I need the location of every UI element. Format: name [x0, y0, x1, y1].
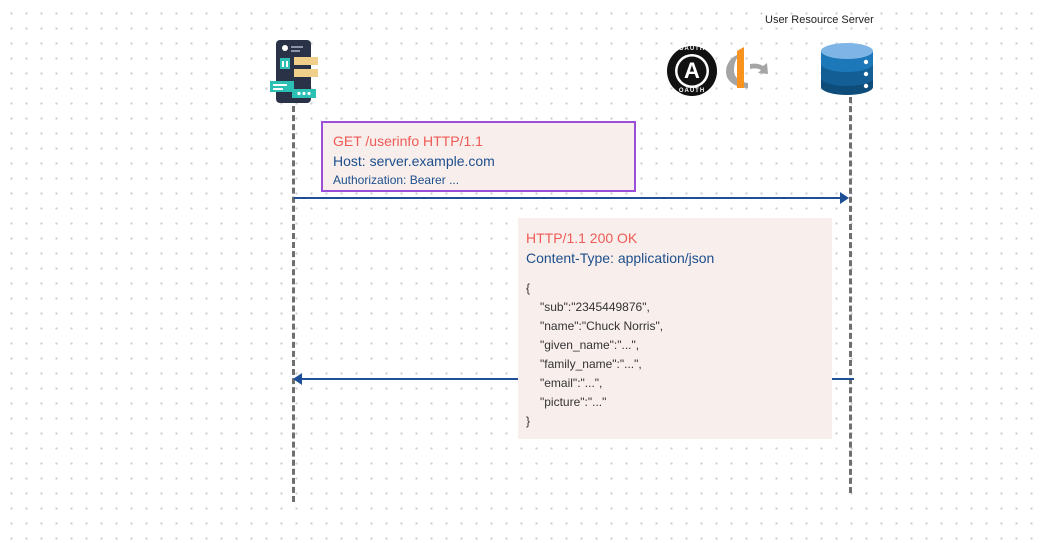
- request-method-line: GET /userinfo HTTP/1.1: [333, 133, 483, 149]
- request-authorization-line: Authorization: Bearer ...: [333, 173, 460, 187]
- server-lifeline: [849, 97, 852, 493]
- response-arrowhead: [293, 373, 302, 385]
- client-lifeline: [292, 106, 295, 502]
- oauth-logo-icon: A OAUTH OAUTH: [666, 45, 718, 97]
- oauth-bottom-text: OAUTH: [678, 88, 706, 94]
- server-label: User Resource Server: [765, 14, 874, 26]
- openid-logo-icon: [722, 46, 772, 92]
- json-line: "name":"Chuck Norris",: [540, 319, 664, 333]
- response-message-box: HTTP/1.1 200 OK Content-Type: applicatio…: [518, 218, 832, 439]
- json-open-brace: {: [526, 281, 531, 295]
- json-line: "sub":"2345449876",: [540, 300, 650, 314]
- json-line: "given_name":"...",: [540, 338, 640, 352]
- response-json-body: { "sub":"2345449876", "name":"Chuck Norr…: [526, 279, 824, 431]
- database-icon: [818, 41, 876, 97]
- request-host-line: Host: server.example.com: [333, 153, 495, 169]
- json-line: "family_name":"...",: [540, 357, 642, 371]
- json-line: "email":"...",: [540, 376, 603, 390]
- json-line: "picture":"...": [540, 395, 607, 409]
- mobile-app-icon: [268, 39, 320, 105]
- request-message-box: GET /userinfo HTTP/1.1 Host: server.exam…: [321, 121, 636, 192]
- json-close-brace: }: [526, 414, 531, 428]
- oauth-letter: A: [684, 58, 700, 83]
- response-content-type-line: Content-Type: application/json: [526, 250, 715, 266]
- request-arrow: [294, 197, 840, 199]
- oauth-top-text: OAUTH: [678, 46, 706, 52]
- response-status-line: HTTP/1.1 200 OK: [526, 230, 638, 246]
- request-arrowhead: [840, 192, 849, 204]
